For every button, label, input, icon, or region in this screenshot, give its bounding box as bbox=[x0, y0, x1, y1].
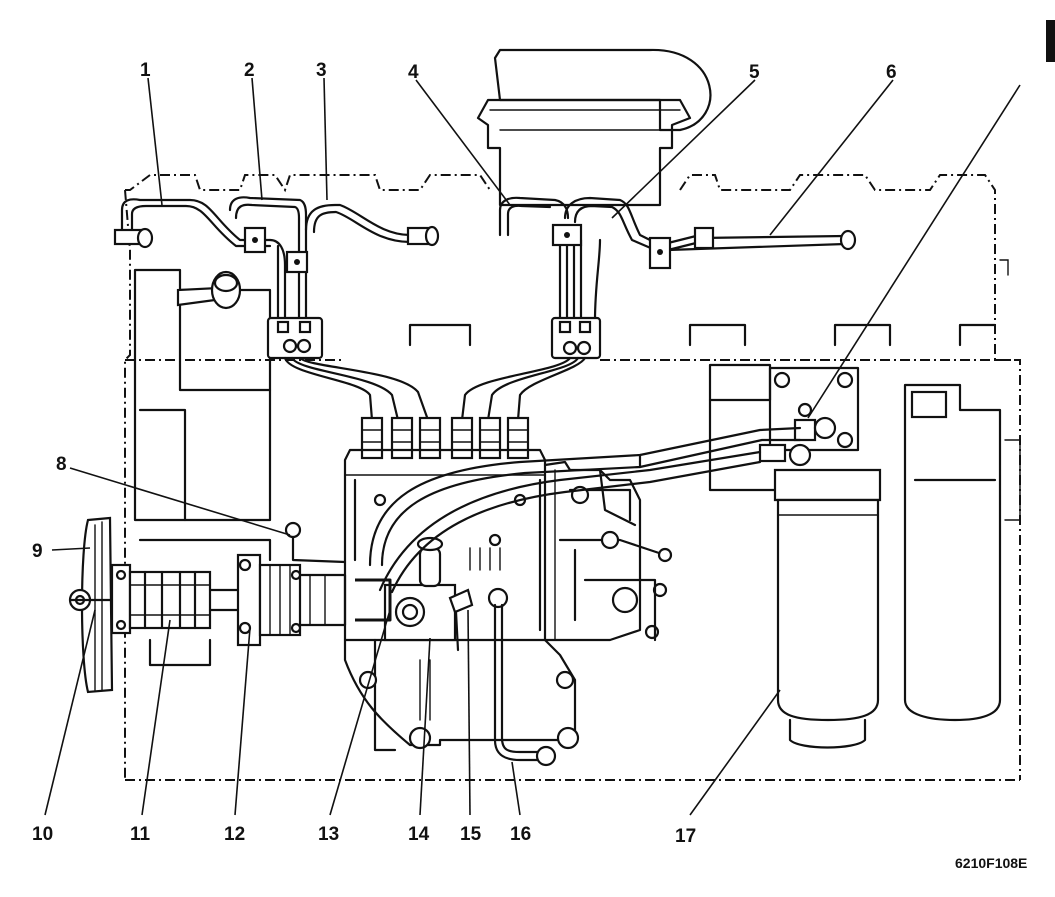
callout-2: 2 bbox=[244, 60, 255, 81]
governor bbox=[543, 460, 673, 642]
fuel-filter-assembly bbox=[708, 363, 1021, 749]
injection-lines-right bbox=[498, 196, 857, 360]
delivery-valve-holders bbox=[360, 416, 530, 460]
fuel-hoses bbox=[368, 426, 802, 594]
callout-6: 6 bbox=[886, 62, 897, 83]
callout-15: 15 bbox=[460, 824, 482, 845]
callout-17: 17 bbox=[675, 826, 696, 847]
callout-3: 3 bbox=[316, 60, 327, 81]
delivery-lines bbox=[283, 356, 587, 460]
injection-pump bbox=[343, 448, 580, 767]
leader-lines bbox=[44, 77, 1021, 816]
callout-1: 1 bbox=[140, 60, 151, 81]
drive-coupling-assembly bbox=[68, 516, 347, 694]
callout-13: 13 bbox=[318, 824, 339, 845]
callout-16: 16 bbox=[510, 824, 531, 845]
callout-11: 11 bbox=[130, 824, 151, 845]
callout-12: 12 bbox=[224, 824, 245, 845]
callout-10: 10 bbox=[32, 824, 53, 845]
callout-4: 4 bbox=[408, 62, 419, 83]
callout-14: 14 bbox=[408, 824, 430, 845]
callout-8: 8 bbox=[56, 454, 67, 475]
air-intake-housing bbox=[476, 48, 712, 207]
injection-lines-left bbox=[113, 196, 440, 360]
figure-code: 6210F108E bbox=[955, 855, 1027, 871]
corner-mark bbox=[1046, 20, 1055, 62]
engine-block bbox=[124, 174, 1021, 781]
callout-9: 9 bbox=[32, 541, 43, 562]
callout-numbers: 1 2 3 4 5 6 8 9 10 11 12 13 14 15 16 17 bbox=[32, 60, 897, 847]
callout-5: 5 bbox=[749, 62, 760, 83]
